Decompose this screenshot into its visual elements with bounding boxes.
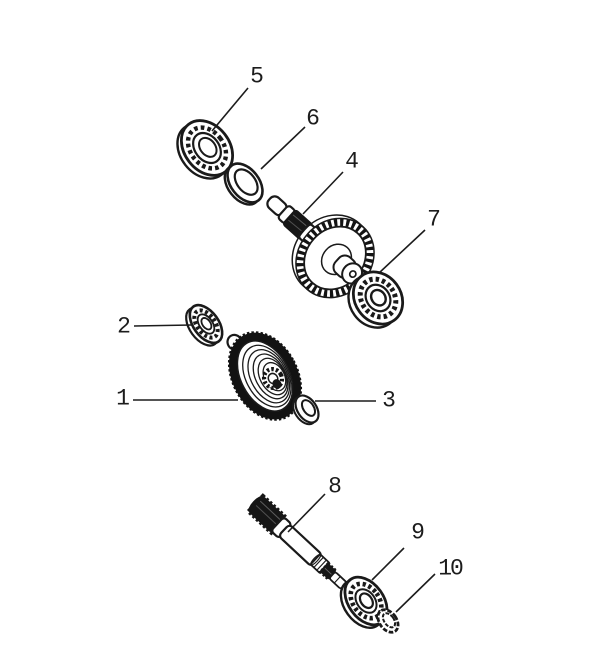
callout-label-3: 3 <box>382 387 396 414</box>
callout-label-5: 5 <box>250 63 264 90</box>
part-4-gear-shaft <box>266 195 375 299</box>
part-3-washer <box>292 394 320 426</box>
callout-line-5 <box>211 87 249 132</box>
part-6-washer <box>223 162 264 206</box>
part-8-pinion-shaft <box>245 493 347 590</box>
callout-label-2: 2 <box>117 313 131 340</box>
callout-label-1: 1 <box>116 385 130 412</box>
part-7-ball-bearing <box>347 270 405 329</box>
callout-label-9: 9 <box>411 519 425 546</box>
callout-line-6 <box>260 126 306 170</box>
callout-line-9 <box>371 547 405 581</box>
callout-line-4 <box>302 171 344 215</box>
callout-label-10: 10 <box>438 555 464 582</box>
callout-label-4: 4 <box>345 148 359 175</box>
callout-line-7 <box>378 229 426 274</box>
callout-line-8 <box>287 493 326 533</box>
callout-label-6: 6 <box>306 105 320 132</box>
part-2-ball-bearing <box>185 303 224 347</box>
part-5-ball-bearing <box>176 119 235 180</box>
part-10-snap-ring <box>376 608 400 634</box>
callout-leader-lines <box>133 87 436 613</box>
part-1-double-gear <box>226 331 303 421</box>
callout-line-10 <box>395 573 436 613</box>
part-9-ball-bearing <box>339 575 389 629</box>
callout-label-8: 8 <box>328 473 342 500</box>
callout-line-2 <box>133 324 193 327</box>
callout-label-7: 7 <box>427 206 441 233</box>
